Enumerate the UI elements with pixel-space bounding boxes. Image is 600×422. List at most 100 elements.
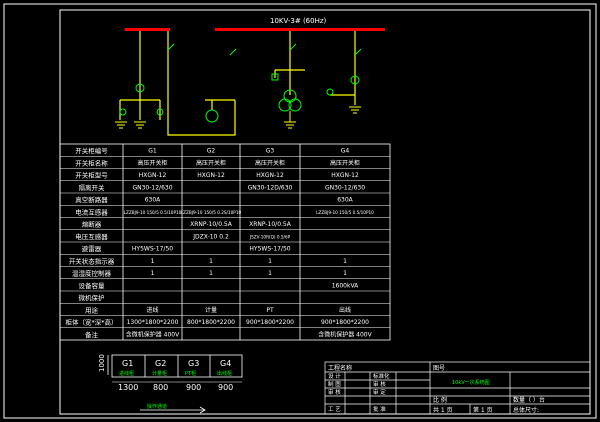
table-cell: XRNP-10/0.5A <box>190 221 233 228</box>
ground-icon-1 <box>115 121 127 129</box>
feeder-g1 <box>119 31 161 120</box>
table-cell: 进线 <box>146 306 158 314</box>
table-cell: 900*1800*2200 <box>246 319 294 326</box>
plan-cabinet-label: G2 <box>155 359 166 368</box>
table-row-header: 避雷器 <box>82 244 102 253</box>
table-cell: G4 <box>341 148 350 155</box>
tie-g1-g2 <box>167 31 236 136</box>
tb-role: 制 图 <box>328 380 341 388</box>
pt-g3-icon-c <box>283 89 297 103</box>
plan-small-label: PT柜 <box>185 370 196 377</box>
table-cell: 1 <box>343 258 347 265</box>
table-row-header: 隔离开关 <box>79 183 106 192</box>
table-row-header: 开关状态指示器 <box>69 256 115 265</box>
tb-role: 审 核 <box>328 388 341 396</box>
sheet-current: 第 1 页 <box>473 406 493 414</box>
single-line-diagram <box>119 31 356 136</box>
drawing-title: 10kV一次系统图 <box>452 379 490 386</box>
busbar-right <box>215 28 385 31</box>
drawing-no-label: 图号 <box>433 365 445 372</box>
tb-role: 审 核 <box>373 380 386 388</box>
table-cell: 计量 <box>205 306 217 314</box>
plan-width-label: 900 <box>218 383 233 392</box>
table-cell: 高压开关柜 <box>330 159 360 167</box>
project-name-label: 工程名称 <box>328 364 352 372</box>
table-cell: 630A <box>337 197 353 204</box>
plan-small-label: 出线柜 <box>217 370 232 377</box>
table-row-header: 用途 <box>85 305 99 314</box>
table-cell: HXGN-12 <box>331 172 359 179</box>
arrester-g4-icon <box>326 88 334 96</box>
table-cell: 含微机保护器 400V <box>318 330 372 338</box>
plan-cabinet-label: G4 <box>220 359 231 368</box>
table-cell: XRNP-10/0.5A <box>249 221 292 228</box>
plan-width-label: 800 <box>153 383 168 392</box>
busbar-label: 10KV-3# (60Hz) <box>270 17 327 25</box>
table-cell: 出线 <box>339 306 351 314</box>
table-cell: 1300*1800*2200 <box>127 319 179 326</box>
ground-icon-2 <box>134 121 146 129</box>
cabinet-layout-plan: 1000 G1 G2 G3 G4 进线柜 计量柜 PT柜 出线柜 1300 80… <box>98 354 243 414</box>
table-row-header: 电流互感器 <box>75 207 108 216</box>
table-cell: 1 <box>209 270 213 277</box>
table-cell: HY5WS-17/50 <box>132 246 173 253</box>
tb-role: 设 计 <box>328 372 341 380</box>
plan-small-label: 进线柜 <box>119 370 134 377</box>
arrester-g1-icon <box>119 108 127 116</box>
table-row-header: 设备容量 <box>79 281 106 290</box>
scale-label: 比 例 <box>433 396 447 404</box>
table-cell: 1 <box>268 270 272 277</box>
table-row-header: 开关柜名称 <box>75 158 108 167</box>
table-cell: 1 <box>151 258 155 265</box>
tb-role: 工 艺 <box>328 406 341 413</box>
plan-cabinet-label: G1 <box>122 359 133 368</box>
operation-arrow-icon <box>140 406 206 414</box>
ct-g1-icon <box>135 83 145 93</box>
title-block-frame <box>324 361 591 415</box>
table-cell: HXGN-12 <box>139 172 167 179</box>
table-row-header: 熔断器 <box>82 220 102 229</box>
tb-role: 审 定 <box>373 388 386 396</box>
table-cell: 高压开关柜 <box>137 159 167 167</box>
table-row-header: 柜体（宽*深*高） <box>66 318 118 327</box>
table-cell: GN30-12/630 <box>132 184 172 191</box>
table-cell: 800*1800*2200 <box>187 319 235 326</box>
tb-role: 批 准 <box>373 405 386 413</box>
table-cell: 1 <box>268 258 272 265</box>
plan-frame <box>111 354 243 378</box>
table-row-header: 真空断路器 <box>75 195 108 204</box>
pt-g1-icon <box>156 108 164 116</box>
plan-arrow-label: 操作通道 <box>147 403 167 410</box>
switch-blades-icon <box>167 43 362 56</box>
table-cell: 1 <box>209 258 213 265</box>
table-cell: 900*1800*2200 <box>321 319 369 326</box>
table-cell: LZZBJ9-10 150/5 0.5/10P10 <box>316 210 374 215</box>
table-cell: G1 <box>148 148 157 155</box>
feeder-g3 <box>274 31 305 95</box>
title-block-text: 工程名称 图号 10kV一次系统图 设 计 标准化 制 图 审 核 审 核 审 … <box>328 364 545 414</box>
table-cell: G2 <box>207 148 216 155</box>
plan-cabinet-label: G3 <box>188 359 199 368</box>
plan-width-label: 1300 <box>118 383 138 392</box>
feeder-g2 <box>205 99 235 110</box>
sheet-total: 共 1 页 <box>433 406 453 414</box>
plan-height-label: 1000 <box>98 354 106 372</box>
table-cell: LZZBJ9-10 150/5 0.5/10P10 <box>124 210 182 215</box>
table-row-headers: 开关柜编号开关柜名称开关柜型号隔离开关真空断路器电流互感器熔断器电压互感器避雷器… <box>66 146 118 339</box>
table-row-header: 电压互感器 <box>75 232 108 241</box>
table-cell: 高压开关柜 <box>255 159 285 167</box>
table-cell: LZZBJ9-10 150/5 0.2S/10P10 <box>181 210 242 215</box>
table-cell: PT <box>266 307 274 314</box>
table-row-header: 微机保护 <box>79 293 105 302</box>
table-row-header: 开关柜型号 <box>75 171 108 180</box>
table-cell: JSZV-10R(Q) 0.5/6P <box>249 234 291 239</box>
qty-label: 数量（ ）台 <box>513 396 545 404</box>
table-cell: 含微机保护器 400V <box>126 330 180 338</box>
tb-role: 标准化 <box>373 372 390 380</box>
table-cell: 1 <box>343 270 347 277</box>
table-row-header: 备注 <box>85 330 99 339</box>
transformer-g2-icon <box>205 109 219 123</box>
plan-small-label: 计量柜 <box>152 370 167 377</box>
